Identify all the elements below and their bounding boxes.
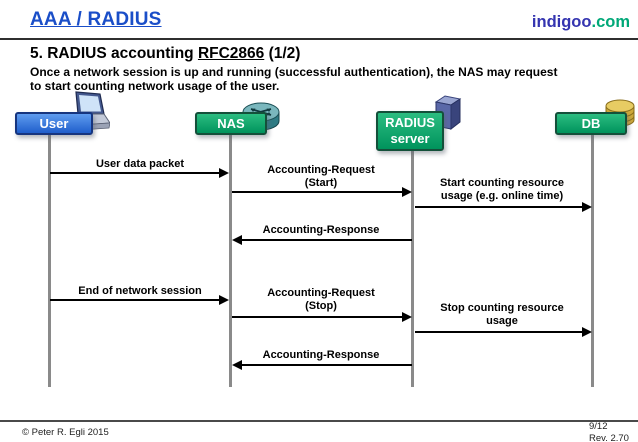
message-arrow-start-counting: [415, 206, 583, 208]
actor-label-radius-2: server: [390, 131, 430, 146]
heading-prefix: 5. RADIUS accounting: [30, 45, 198, 62]
actor-label-nas: NAS: [217, 115, 245, 131]
lifeline-nas: [229, 131, 232, 387]
footer-page-info: 9/12 Rev. 2.70: [589, 421, 629, 442]
page-title: AAA / RADIUS: [30, 9, 162, 30]
slide-heading: 5. RADIUS accounting RFC2866 (1/2): [30, 45, 300, 63]
message-label-start-counting: Start counting resource usage (e.g. onli…: [439, 177, 565, 202]
footer-copyright: © Peter R. Egli 2015: [22, 427, 109, 438]
arrowhead-right-icon: [219, 295, 229, 305]
message-arrow-end-of-session: [50, 299, 220, 301]
footer-revision: Rev. 2.70: [589, 432, 629, 442]
actor-label-user: User: [39, 115, 69, 131]
footer-page-number: 9/12: [589, 421, 608, 432]
lifeline-user: [48, 131, 51, 387]
arrowhead-right-icon: [582, 202, 592, 212]
header-divider: [0, 38, 638, 40]
lifeline-radius: [411, 131, 414, 387]
lifeline-db: [591, 131, 594, 387]
arrowhead-right-icon: [402, 187, 412, 197]
heading-rfc-link: RFC2866: [197, 45, 265, 62]
footer-divider: [0, 420, 638, 422]
slide-subtitle: Once a network session is up and running…: [30, 65, 557, 93]
message-arrow-user-data-packet: [50, 172, 220, 174]
arrowhead-left-icon: [232, 360, 242, 370]
arrowhead-right-icon: [219, 168, 229, 178]
message-label-accounting-request-stop: Accounting-Request (Stop): [267, 287, 375, 312]
arrowhead-right-icon: [402, 312, 412, 322]
message-label-stop-counting: Stop counting resource usage: [440, 302, 564, 327]
message-arrow-stop-counting: [415, 331, 583, 333]
actor-box-nas: NAS: [195, 112, 267, 135]
message-label-end-of-session: End of network session: [78, 285, 202, 297]
actor-box-radius-server: RADIUS server: [376, 111, 444, 151]
actor-label-db: DB: [581, 115, 601, 131]
actor-box-db: DB: [555, 112, 627, 135]
arrowhead-right-icon: [582, 327, 592, 337]
brand-name: indigoo: [531, 13, 592, 31]
brand-logo: indigoo.com: [532, 13, 630, 32]
message-arrow-accounting-request-stop: [232, 316, 404, 318]
message-label-accounting-request-start: Accounting-Request (Start): [267, 164, 375, 189]
message-arrow-accounting-response-2: [241, 364, 412, 366]
subtitle-line-2: to start counting network usage of the u…: [30, 79, 280, 93]
message-label-user-data-packet: User data packet: [95, 158, 185, 170]
arrowhead-left-icon: [232, 235, 242, 245]
message-label-accounting-response-2: Accounting-Response: [262, 349, 380, 361]
actor-label-radius-1: RADIUS: [385, 115, 435, 130]
actor-box-user: User: [15, 112, 93, 135]
subtitle-line-1: Once a network session is up and running…: [30, 65, 558, 79]
message-label-accounting-response-1: Accounting-Response: [262, 224, 380, 236]
message-arrow-accounting-response-1: [241, 239, 412, 241]
message-arrow-accounting-request-start: [232, 191, 404, 193]
brand-tld: .com: [591, 13, 630, 31]
heading-suffix: (1/2): [264, 45, 301, 62]
